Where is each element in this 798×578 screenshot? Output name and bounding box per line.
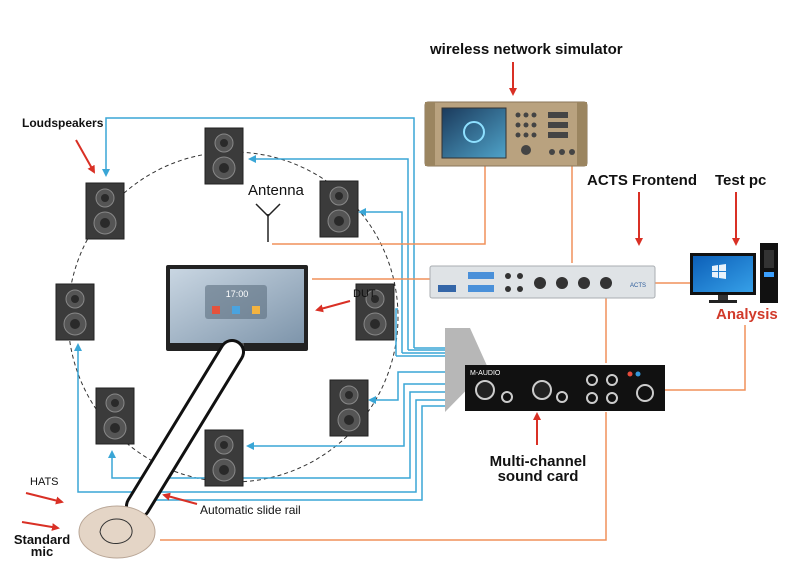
dut-display bbox=[166, 265, 308, 351]
test-pc-label: Test pc bbox=[715, 172, 767, 189]
orange-cables bbox=[160, 165, 746, 541]
standard-mic-label-line1: Standard bbox=[13, 532, 71, 547]
soundcard-brand: M-AUDIO bbox=[470, 370, 501, 377]
speaker-right bbox=[355, 283, 395, 341]
simulator-label: wireless network simulator bbox=[430, 41, 623, 58]
dut-clock: 17:00 bbox=[226, 289, 249, 299]
frontend-brand: ACTS bbox=[630, 283, 646, 289]
dut-label: DUT bbox=[353, 288, 376, 300]
speaker-bottom bbox=[204, 429, 244, 487]
sound-card-label: Multi-channel sound card bbox=[487, 453, 589, 484]
wireless-simulator bbox=[424, 101, 588, 167]
speaker-right-lower bbox=[329, 379, 369, 437]
speaker-top-left bbox=[85, 182, 125, 240]
test-pc bbox=[690, 243, 778, 303]
speaker-left bbox=[55, 283, 95, 341]
sound-card-label-line2: sound card bbox=[497, 468, 579, 485]
slide-rail-label: Automatic slide rail bbox=[200, 503, 301, 517]
speaker-bottom-left bbox=[95, 387, 135, 445]
sound-card-label-line1: Multi-channel bbox=[489, 453, 587, 470]
acts-frontend-label: ACTS Frontend bbox=[587, 172, 697, 189]
slide-rail bbox=[125, 339, 245, 519]
antenna-label: Antenna bbox=[248, 182, 304, 199]
standard-mic-label-line2: mic bbox=[30, 544, 54, 559]
speaker-top bbox=[204, 127, 244, 185]
hats-label: HATS bbox=[30, 476, 59, 488]
hats-mic bbox=[78, 505, 156, 559]
antenna-icon bbox=[255, 203, 281, 242]
standard-mic-label: Standard mic bbox=[12, 532, 72, 559]
acts-frontend bbox=[429, 265, 656, 299]
analysis-label: Analysis bbox=[716, 306, 778, 323]
loudspeaker-group bbox=[55, 127, 395, 487]
multi-channel-sound-card bbox=[445, 328, 665, 412]
red-arrows bbox=[21, 62, 740, 531]
speaker-right-upper bbox=[319, 180, 359, 238]
loudspeakers-label: Loudspeakers bbox=[22, 116, 104, 130]
